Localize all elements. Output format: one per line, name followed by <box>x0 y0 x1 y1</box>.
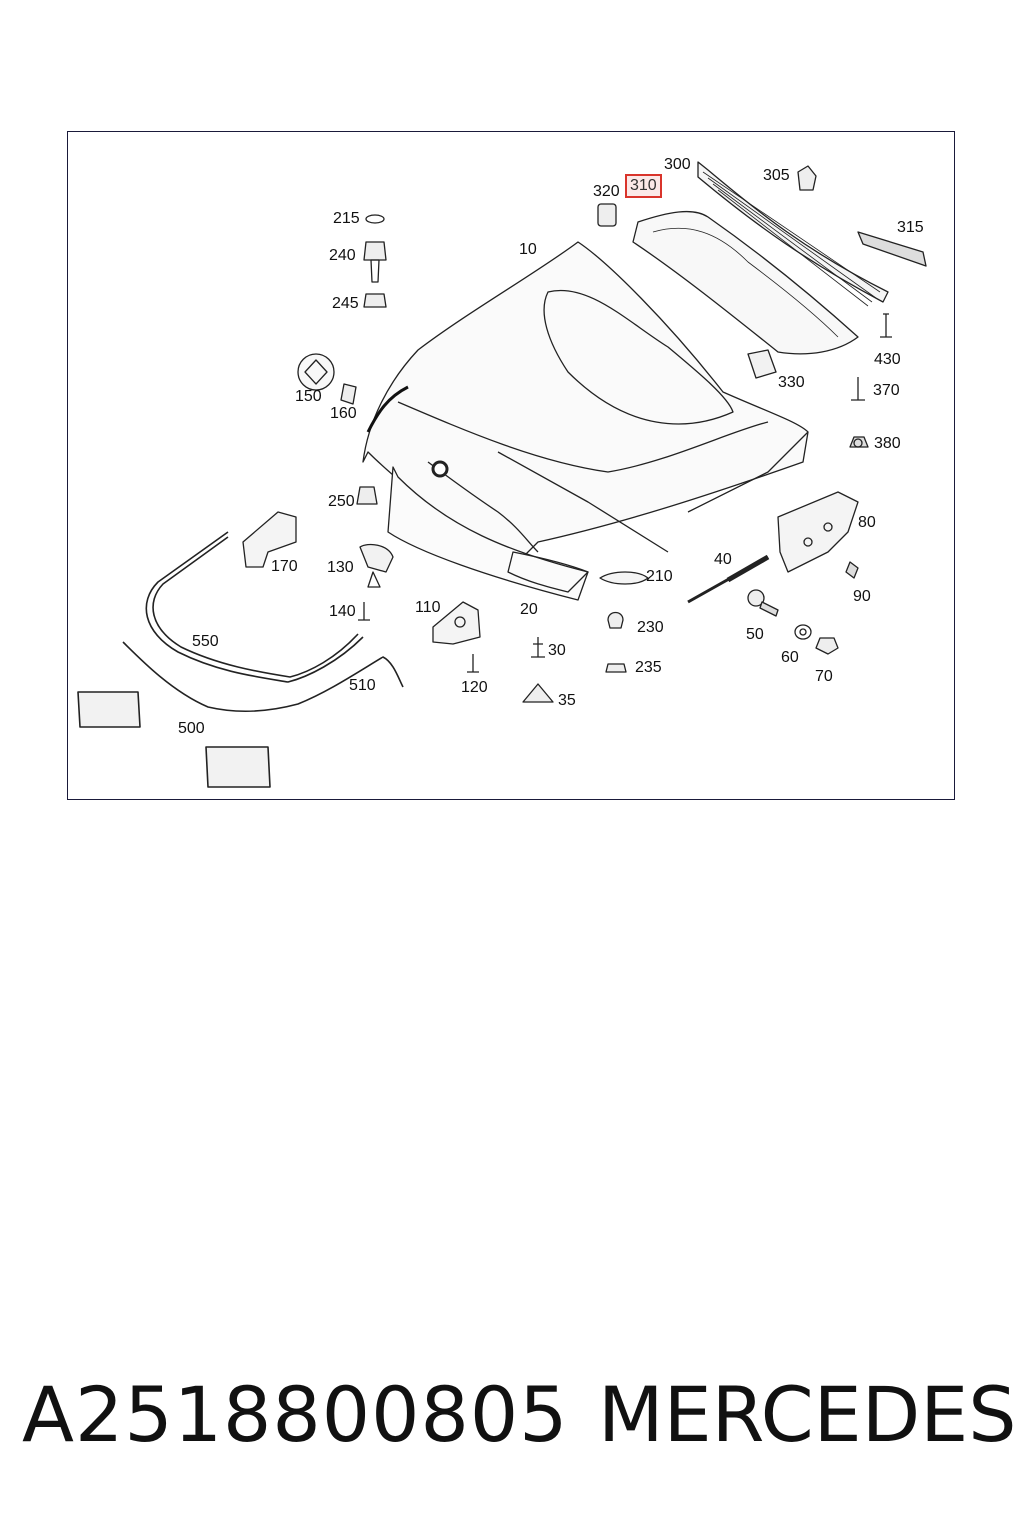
callout-380[interactable]: 380 <box>874 435 901 452</box>
cowl-grille-drawing <box>597 161 927 379</box>
parts-diagram-frame: 10 20 30 35 40 50 60 70 80 90 110 120 13… <box>67 131 955 800</box>
callout-150[interactable]: 150 <box>295 388 322 405</box>
release-cables-drawing <box>77 531 404 788</box>
callout-300[interactable]: 300 <box>664 156 691 173</box>
exploded-parts-drawing <box>77 161 927 788</box>
callout-80[interactable]: 80 <box>858 514 876 531</box>
callout-90[interactable]: 90 <box>853 588 871 605</box>
callout-550[interactable]: 550 <box>192 633 219 650</box>
brand-caption: MERCEDES <box>598 1370 1017 1459</box>
plate-clips-drawing <box>599 571 649 673</box>
callout-310-highlighted[interactable]: 310 <box>625 174 662 198</box>
gas-strut-drawing <box>687 554 770 604</box>
hood-latch-drawing <box>432 601 481 673</box>
hood-panel-drawing <box>362 241 809 573</box>
callout-315[interactable]: 315 <box>897 219 924 236</box>
clip-305-drawing <box>797 165 817 191</box>
callout-110[interactable]: 110 <box>415 599 441 616</box>
hood-hinge-drawing <box>777 491 859 579</box>
callout-130[interactable]: 130 <box>327 559 354 576</box>
callout-10[interactable]: 10 <box>519 241 537 258</box>
callout-210[interactable]: 210 <box>646 568 673 585</box>
callout-170[interactable]: 170 <box>271 558 298 575</box>
cover-330-drawing <box>747 349 777 379</box>
callout-60[interactable]: 60 <box>781 649 799 666</box>
part-number-caption: A2518800805 <box>22 1370 569 1459</box>
callout-20[interactable]: 20 <box>520 601 538 618</box>
callout-215[interactable]: 215 <box>333 210 360 227</box>
callout-370[interactable]: 370 <box>873 382 900 399</box>
callout-35[interactable]: 35 <box>558 692 576 709</box>
callout-250[interactable]: 250 <box>328 493 355 510</box>
callout-235[interactable]: 235 <box>635 659 662 676</box>
plug-320-drawing <box>597 203 617 227</box>
callout-500[interactable]: 500 <box>178 720 205 737</box>
fasteners-right-drawing <box>849 313 892 448</box>
bolt-foot-drawing <box>522 637 554 703</box>
callout-50[interactable]: 50 <box>746 626 764 643</box>
insulation-mat-drawing <box>387 466 589 601</box>
callout-510[interactable]: 510 <box>349 677 376 694</box>
callout-120[interactable]: 120 <box>461 679 488 696</box>
ball-stud-set-drawing <box>747 589 839 655</box>
callout-240[interactable]: 240 <box>329 247 356 264</box>
bracket-170-drawing <box>242 511 297 568</box>
callout-330[interactable]: 330 <box>778 374 805 391</box>
callout-140[interactable]: 140 <box>329 603 356 620</box>
callout-430[interactable]: 430 <box>874 351 901 368</box>
callout-30[interactable]: 30 <box>548 642 566 659</box>
callout-305[interactable]: 305 <box>763 167 790 184</box>
callout-70[interactable]: 70 <box>815 668 833 685</box>
trim-315-drawing <box>857 231 927 267</box>
left-fasteners-drawing <box>297 214 394 621</box>
callout-245[interactable]: 245 <box>332 295 359 312</box>
callout-320[interactable]: 320 <box>593 183 620 200</box>
callout-160[interactable]: 160 <box>330 405 357 422</box>
callout-40[interactable]: 40 <box>714 551 732 568</box>
callout-230[interactable]: 230 <box>637 619 664 636</box>
